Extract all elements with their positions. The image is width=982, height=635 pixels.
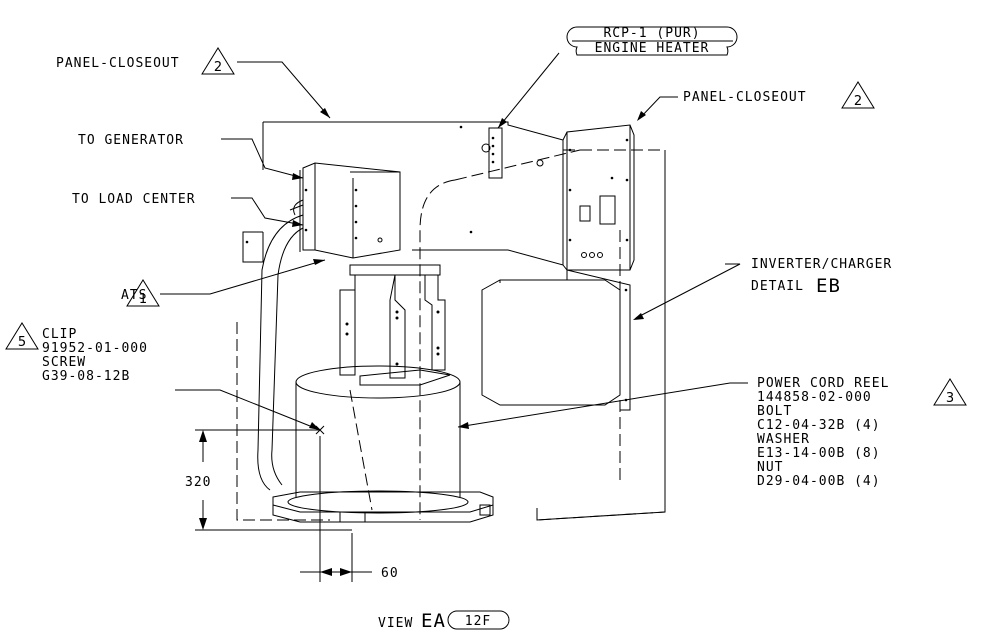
frame-outline	[236, 149, 666, 521]
engine-heater-capsule	[566, 26, 738, 56]
clip-line-2: 91952-01-000	[42, 341, 148, 356]
width-dimension-label: 60	[381, 566, 399, 581]
panel-closeout-left-marker: 2	[214, 60, 222, 75]
engine-heater-label-top: RCP-1 (PUR)	[603, 26, 700, 41]
mounting-brackets	[339, 264, 451, 386]
dimension-lines	[195, 425, 372, 582]
panel-closeout-left-label: PANEL-CLOSEOUT	[56, 56, 180, 71]
reel-line-5: WASHER	[757, 432, 810, 447]
panel-closeout-right-marker: 2	[854, 94, 862, 109]
reel-line-8: D29-04-00B (4)	[757, 474, 881, 489]
inverter-detail-ref: EB	[816, 275, 841, 297]
reel-line-7: NUT	[757, 460, 783, 475]
view-prefix: VIEW	[378, 616, 413, 631]
clip-line-3: SCREW	[42, 355, 86, 370]
upper-panel	[242, 121, 564, 266]
reel-line-3: BOLT	[757, 404, 792, 419]
view-sheet-capsule	[447, 610, 510, 630]
inverter-label-line1: INVERTER/CHARGER	[751, 257, 892, 272]
reel-line-6: E13-14-00B (8)	[757, 446, 881, 461]
ats-marker: 1	[139, 292, 147, 307]
to-generator-label: TO GENERATOR	[78, 133, 184, 148]
clip-line-1: CLIP	[42, 327, 77, 342]
leader-lines	[160, 52, 748, 431]
callout-triangles	[5, 47, 967, 406]
reel-line-4: C12-04-32B (4)	[757, 418, 881, 433]
reel-line-1: POWER CORD REEL	[757, 376, 889, 391]
height-dimension-label: 320	[185, 475, 211, 490]
reel-line-2: 144858-02-000	[757, 390, 872, 405]
engine-heater-label-bottom: ENGINE HEATER	[595, 41, 710, 56]
view-letters: EA	[421, 610, 446, 632]
ats-label: ATS	[121, 288, 147, 303]
power-cord-reel	[272, 365, 494, 523]
ats-box	[299, 162, 401, 259]
inverter-charger	[481, 269, 631, 411]
view-sheet-ref: 12F	[465, 614, 491, 629]
inverter-label-prefix: DETAIL	[751, 279, 804, 294]
to-load-center-label: TO LOAD CENTER	[72, 192, 196, 207]
right-panel	[562, 124, 635, 271]
cables	[257, 199, 304, 491]
clip-marker: 5	[18, 335, 26, 350]
clip-line-4: G39-08-12B	[42, 369, 130, 384]
panel-closeout-right-label: PANEL-CLOSEOUT	[683, 90, 807, 105]
power-cord-reel-marker: 3	[946, 391, 954, 406]
